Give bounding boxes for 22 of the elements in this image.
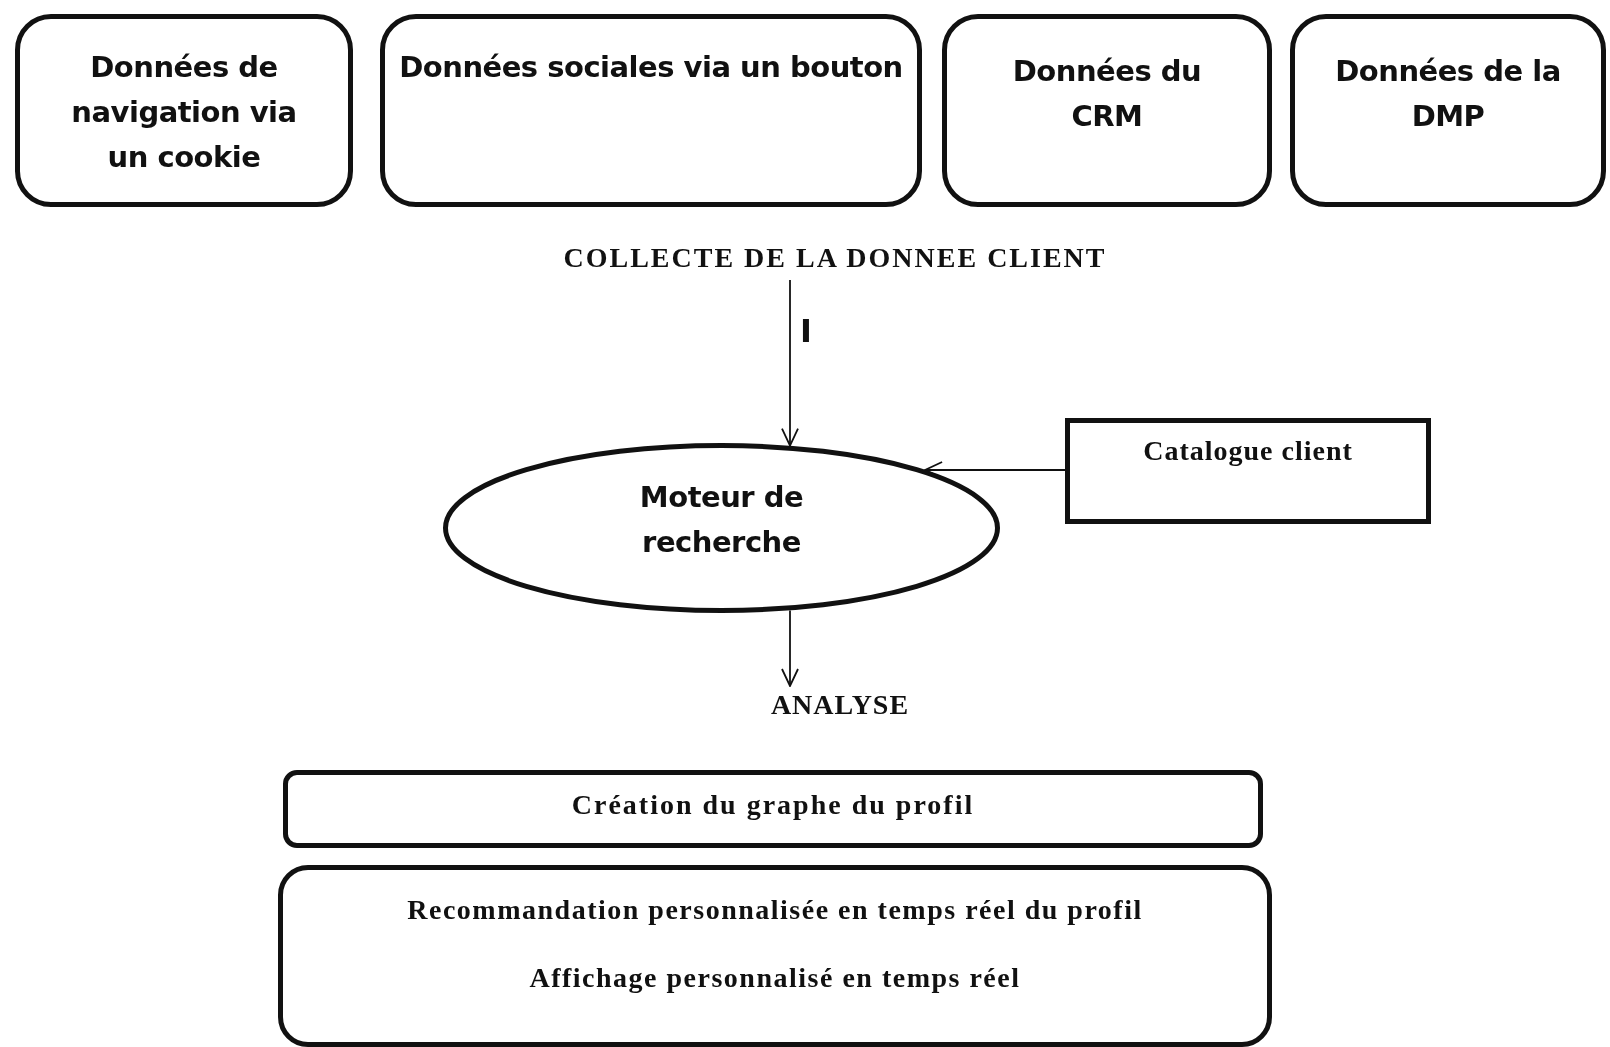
node-text: Recommandation personnalisée en temps réel du profil (407, 894, 1143, 926)
source-box (1290, 14, 1606, 207)
arrow (781, 279, 799, 447)
node-text: Catalogue client (1143, 435, 1353, 467)
source-box (942, 14, 1272, 207)
process-box (283, 770, 1263, 848)
node-text: ANALYSE (770, 689, 910, 721)
node-text: Affichage personnalisé en temps réel (529, 962, 1021, 994)
node-text: Données de la DMP (1334, 53, 1562, 135)
source-box (380, 14, 922, 207)
node-text: Données du CRM (1011, 53, 1203, 135)
node-text: Moteur de recherche (638, 479, 805, 561)
mark-label: I (800, 312, 812, 350)
source-box (15, 14, 353, 207)
node-text: Données de navigation via un cookie (70, 49, 298, 176)
node-text: Données sociales via un bouton (399, 49, 903, 86)
node-text: COLLECTE DE LA DONNEE CLIENT (563, 242, 1107, 274)
node-text: Création du graphe du profil (571, 789, 975, 821)
process-ellipse (443, 443, 1000, 613)
process-box (1065, 418, 1431, 524)
output-box (278, 865, 1272, 1047)
arrow (781, 609, 799, 687)
